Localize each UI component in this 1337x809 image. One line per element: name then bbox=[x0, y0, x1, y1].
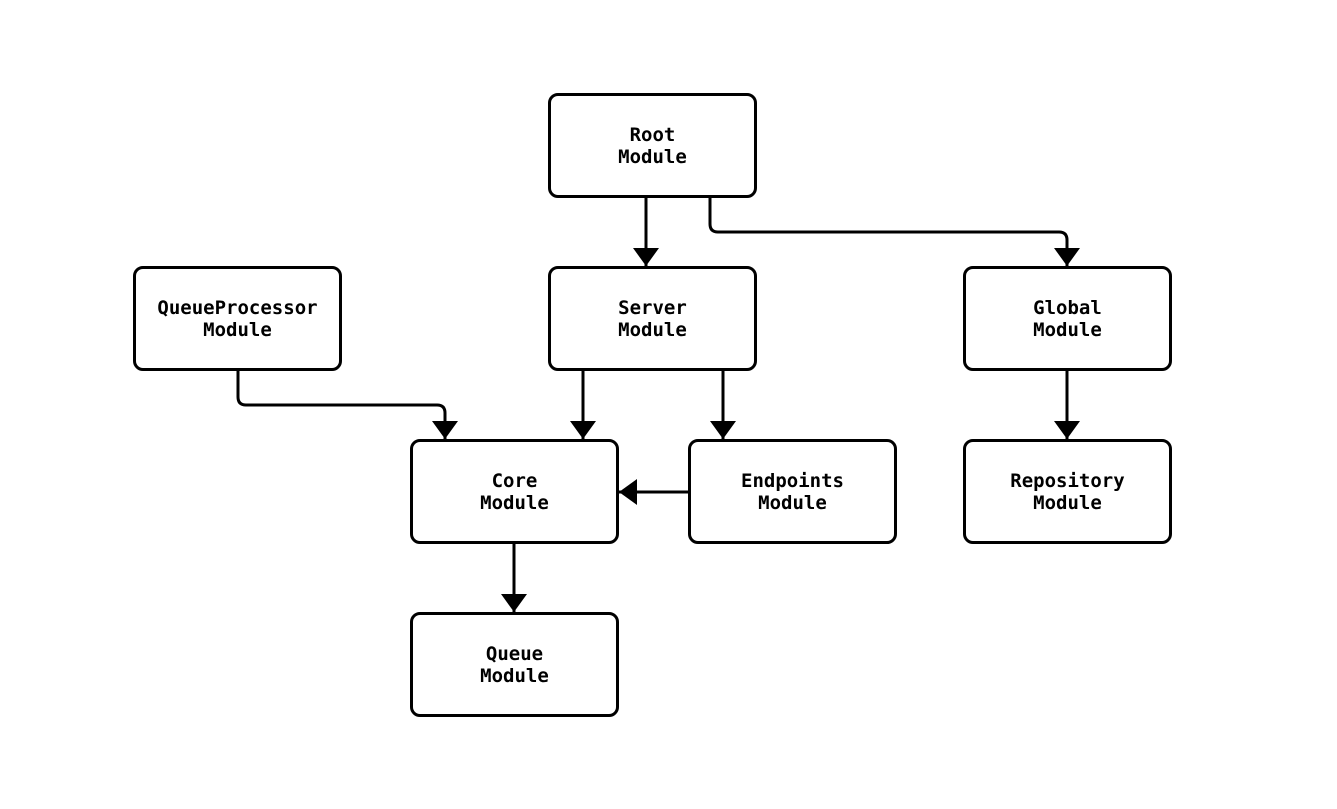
node-label-line: Repository bbox=[1010, 469, 1125, 492]
node-server-module: Server Module bbox=[548, 266, 757, 371]
node-queue-module: Queue Module bbox=[410, 612, 619, 717]
node-repository-module: Repository Module bbox=[963, 439, 1172, 544]
node-label-line: Core bbox=[491, 469, 538, 492]
node-label-line: Module bbox=[618, 318, 687, 341]
node-label-line: Root bbox=[629, 123, 676, 146]
node-label-line: Module bbox=[480, 491, 549, 514]
edge-queueprocessor-to-core bbox=[236, 371, 458, 439]
node-label-line: Module bbox=[1033, 491, 1102, 514]
node-label-line: Module bbox=[758, 491, 827, 514]
node-label-line: Module bbox=[480, 664, 549, 687]
node-label-line: Queue bbox=[485, 642, 544, 665]
node-label-line: QueueProcessor bbox=[157, 296, 318, 319]
node-root-module: Root Module bbox=[548, 93, 757, 198]
node-endpoints-module: Endpoints Module bbox=[688, 439, 897, 544]
node-core-module: Core Module bbox=[410, 439, 619, 544]
edge-root-to-global bbox=[708, 198, 1080, 266]
node-label-line: Global bbox=[1033, 296, 1102, 319]
node-label-line: Server bbox=[618, 296, 687, 319]
node-label-line: Module bbox=[1033, 318, 1102, 341]
node-label-line: Endpoints bbox=[741, 469, 844, 492]
node-label-line: Module bbox=[618, 145, 687, 168]
node-queueprocessor-module: QueueProcessor Module bbox=[133, 266, 342, 371]
node-label-line: Module bbox=[203, 318, 272, 341]
node-global-module: Global Module bbox=[963, 266, 1172, 371]
